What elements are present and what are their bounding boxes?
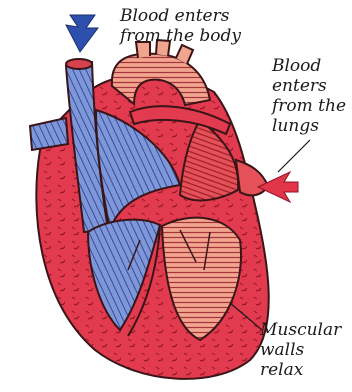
label-line: lungs <box>272 116 346 136</box>
label-muscular-walls: Muscular walls relax <box>260 320 341 380</box>
label-blood-from-body: Blood enters from the body <box>120 6 241 46</box>
vena-cava-opening <box>66 59 92 69</box>
label-line: Blood <box>272 56 346 76</box>
label-line: from the <box>272 96 346 116</box>
label-line: Muscular <box>260 320 341 340</box>
down-arrow-icon <box>66 15 98 52</box>
label-blood-from-lungs: Blood enters from the lungs <box>272 56 346 136</box>
label-line: relax <box>260 360 341 380</box>
pulmonary-vein <box>236 160 268 195</box>
leader-lungs <box>278 140 310 172</box>
left-arrow-icon <box>258 172 298 202</box>
label-line: from the body <box>120 26 241 46</box>
pulmonary-artery-left <box>30 118 68 150</box>
label-line: walls <box>260 340 341 360</box>
label-line: Blood enters <box>120 6 241 26</box>
label-line: enters <box>272 76 346 96</box>
